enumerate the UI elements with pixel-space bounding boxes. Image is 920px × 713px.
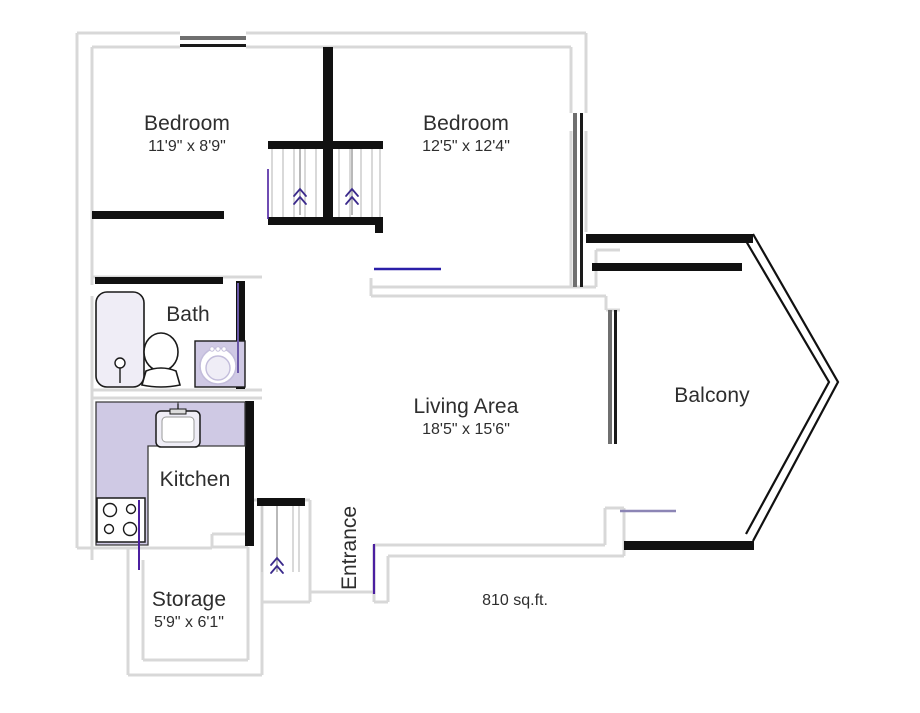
entrance-door <box>261 506 300 574</box>
closet-right <box>338 149 381 217</box>
structural-walls <box>92 47 754 550</box>
window-living-area <box>608 310 617 444</box>
window-bedroom-1 <box>180 36 246 47</box>
hanging-rail-arrow-icon <box>293 187 307 205</box>
washing-machine <box>194 340 246 388</box>
cooktop <box>96 497 146 543</box>
total-area-label: 810 sq.ft. <box>482 592 548 609</box>
toilet <box>140 332 182 388</box>
window-bedroom-2 <box>573 113 583 287</box>
kitchen-sink <box>155 404 201 448</box>
hanging-rail-arrow-icon <box>345 187 359 205</box>
door-swing-arrow-icon <box>270 556 284 574</box>
closet-left <box>267 149 317 219</box>
bathtub <box>95 291 145 388</box>
outer-wall-outline <box>75 31 588 560</box>
threshold-accents <box>138 267 676 594</box>
label-entrance: Entrance <box>338 505 361 590</box>
balcony-railing <box>745 233 840 542</box>
living-area-thin-walls <box>369 248 626 604</box>
windows <box>180 36 617 444</box>
